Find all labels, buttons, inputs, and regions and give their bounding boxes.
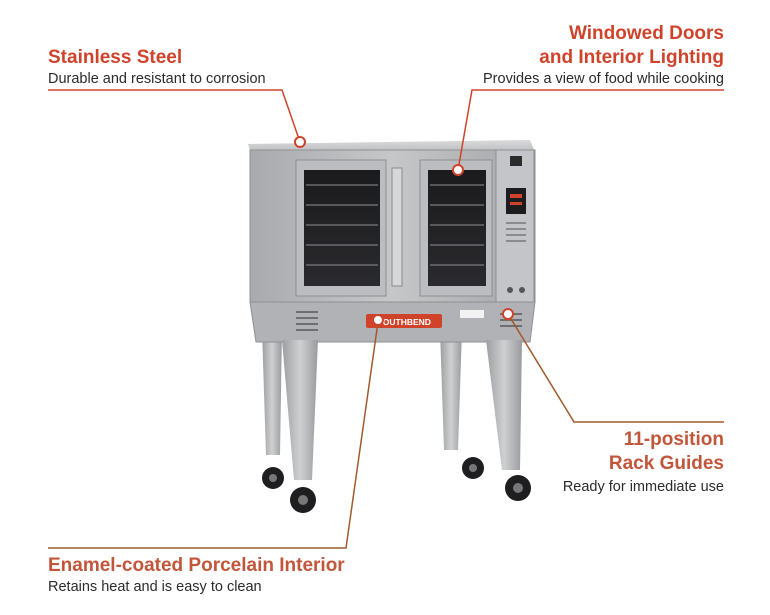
marker-stainless — [294, 136, 306, 148]
power-switch — [510, 156, 522, 166]
leader-enamel — [48, 321, 379, 549]
back-legs — [262, 330, 462, 455]
casters — [262, 457, 531, 513]
control-panel — [495, 149, 535, 303]
callout-title: Enamel-coated Porcelain Interior — [48, 555, 345, 576]
callout-title-line1: 11-position — [623, 429, 724, 450]
callout-windowed-doors: Windowed Doors and Interior Lighting Pro… — [483, 22, 724, 88]
leader-stainless — [48, 89, 301, 143]
callout-description: Provides a view of food while cooking — [483, 71, 724, 87]
callout-rack-guides: 11-position Rack Guides Ready for immedi… — [563, 428, 724, 496]
callout-description: Retains heat and is easy to clean — [48, 579, 262, 595]
right-door-window — [428, 170, 486, 286]
brand-logo: SOUTHBEND — [377, 317, 431, 327]
callout-title-line1: Windowed Doors — [569, 23, 724, 44]
marker-windowed — [452, 164, 464, 176]
callout-description: Ready for immediate use — [562, 479, 724, 495]
callout-enamel-interior: Enamel-coated Porcelain Interior Retains… — [48, 554, 345, 596]
callout-title-line2: and Interior Lighting — [539, 47, 724, 68]
callout-stainless-steel: Stainless Steel Durable and resistant to… — [48, 46, 266, 88]
brand-logo-plate — [366, 314, 442, 328]
callout-description: Durable and resistant to corrosion — [48, 71, 266, 87]
marker-rack — [502, 308, 514, 320]
display-panel — [506, 188, 526, 214]
callout-title: Stainless Steel — [48, 47, 183, 68]
callout-title-line2: Rack Guides — [608, 453, 724, 474]
marker-enamel — [372, 314, 384, 326]
door-handle — [391, 167, 403, 287]
leader-windowed — [457, 89, 724, 171]
left-door-window — [304, 170, 380, 286]
front-legs — [282, 340, 522, 480]
leader-rack — [507, 313, 724, 423]
